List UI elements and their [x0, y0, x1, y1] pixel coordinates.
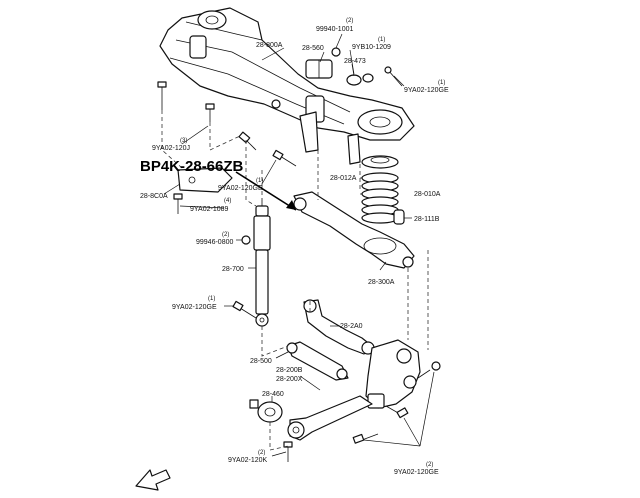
bolt-left-2 [205, 103, 215, 122]
label-bolt-left-qty: (3) [180, 138, 187, 144]
label-trail-bush: 28-460 [262, 391, 284, 398]
nut-top [331, 47, 341, 57]
label-bolt-shock: 9YA02-120GE [172, 304, 217, 311]
label-bracket: 28-8C0A [140, 193, 168, 200]
label-bush-b: 28-473 [344, 58, 366, 65]
lateral-link [286, 341, 349, 381]
label-bolt-bracket: 9YA02-1089 [190, 206, 229, 213]
spring-seat [361, 155, 399, 169]
trailing-arm [287, 395, 373, 441]
leader-lines [163, 33, 435, 457]
bolt-bottom [283, 441, 293, 462]
bolt-knuckle-2 [385, 405, 409, 419]
label-trailing-arm-b: 28-200X [276, 376, 303, 383]
callout-part-number: BP4K-28-66ZB [140, 158, 244, 175]
nut-shock [241, 235, 251, 245]
bolt-mid [272, 149, 297, 167]
label-spring: 28-010A [414, 191, 441, 198]
label-bolt-top-qty: (1) [378, 37, 385, 43]
label-bolt-mid: 9YA02-120GE [218, 185, 263, 192]
label-lower-arm: 28-300A [368, 279, 395, 286]
label-nut-top-qty: (2) [346, 18, 353, 24]
trailing-arm-bush [249, 399, 283, 423]
label-crossmember: 28-800A [256, 42, 283, 49]
bush-28-560 [305, 59, 333, 79]
label-bolt-shock-qty: (1) [208, 296, 215, 302]
label-bolt-right: 9YA02-120GE [404, 87, 449, 94]
bolt-knuckle-1 [417, 361, 441, 379]
bolt-shock [232, 300, 257, 319]
label-bolt-bottom-qty: (2) [258, 450, 265, 456]
bolt-bracket [173, 193, 183, 214]
label-bolt-top: 9YB10-1209 [352, 44, 391, 51]
bolt-left-1 [157, 81, 167, 110]
label-bolt-knuckle-qty: (2) [426, 462, 433, 468]
label-trailing-arm-a: 28-200B [276, 367, 303, 374]
label-bolt-right-qty: (1) [438, 80, 445, 86]
bolt-arm-top [238, 131, 257, 151]
lower-control-arm [293, 191, 415, 269]
bolt-right-top [384, 66, 403, 87]
label-upper-arm: 28-2A0 [340, 323, 363, 330]
label-bolt-bracket-qty: (4) [224, 198, 231, 204]
label-nut-shock-qty: (2) [222, 232, 229, 238]
label-bush-a: 28-560 [302, 45, 324, 52]
bracket [177, 167, 233, 193]
callout-arrow [235, 171, 297, 211]
label-shock: 28-700 [222, 266, 244, 273]
bush-28-473 [346, 73, 374, 86]
label-link: 28-500 [250, 358, 272, 365]
knuckle [365, 339, 421, 409]
label-bolt-left: 9YA02-120J [152, 145, 190, 152]
shock-absorber [253, 198, 271, 327]
upper-control-arm [303, 299, 375, 355]
label-nut-shock: 99946-0800 [196, 239, 233, 246]
crossmember [159, 7, 415, 165]
bolt-knuckle-3 [352, 433, 379, 444]
front-direction-arrow [135, 469, 171, 491]
label-bumper: 28-111B [414, 216, 440, 223]
part-labels: 28-800A 28-560 99940-1001 (2) 9YB10-1209… [140, 18, 449, 476]
label-seat: 28-012A [330, 175, 357, 182]
coil-spring [361, 172, 399, 224]
label-bolt-bottom: 9YA02-120K [228, 457, 268, 464]
label-bolt-mid-qty: (1) [256, 178, 263, 184]
label-bolt-knuckle: 9YA02-120GE [394, 469, 439, 476]
label-nut-top: 99940-1001 [316, 26, 353, 33]
bump-stop [393, 209, 405, 225]
